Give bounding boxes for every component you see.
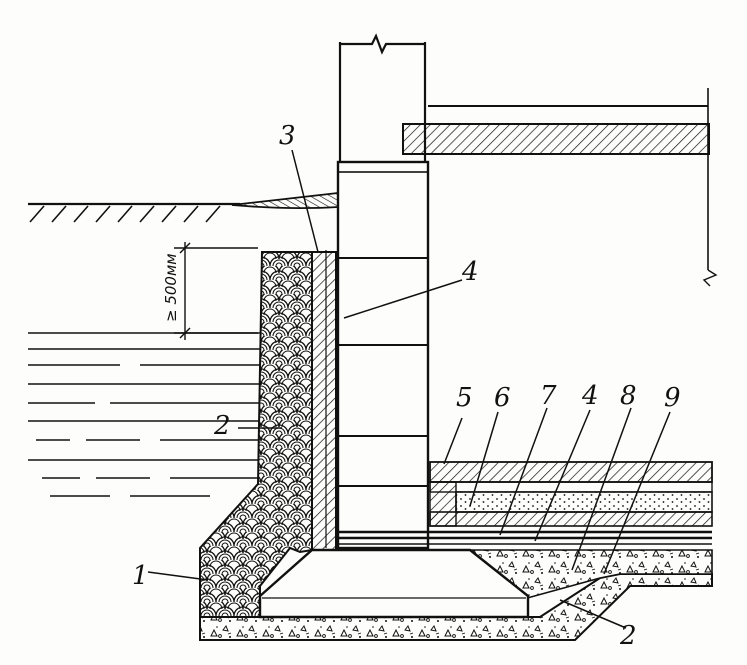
callout-3: 3: [279, 121, 296, 151]
groundwater-level: [28, 332, 262, 497]
callout-7: 7: [540, 381, 557, 411]
callout-8: 8: [620, 381, 637, 411]
floor-slab: [402, 88, 718, 287]
dimension-label: ≥ 500мм: [162, 253, 180, 322]
foundation-wall: [336, 160, 430, 550]
callout-9: 9: [664, 383, 681, 413]
callout-1: 1: [132, 561, 149, 591]
callout-4a: 4: [461, 257, 479, 287]
callout-4b: 4: [581, 381, 599, 411]
callout-2a: 2: [213, 411, 231, 441]
concrete-preparation-bottom: [199, 573, 713, 641]
leader-lines: [147, 149, 671, 629]
protective-wall: [311, 251, 337, 551]
blind-area-wedge: [231, 191, 339, 210]
ground-surface: [28, 202, 240, 223]
callout-5: 5: [456, 383, 473, 413]
dimension-marker: [174, 242, 258, 340]
callout-6: 6: [494, 383, 511, 413]
callout-2b: 2: [619, 621, 637, 651]
strip-footing: [258, 548, 530, 619]
basement-floor: [338, 461, 713, 545]
